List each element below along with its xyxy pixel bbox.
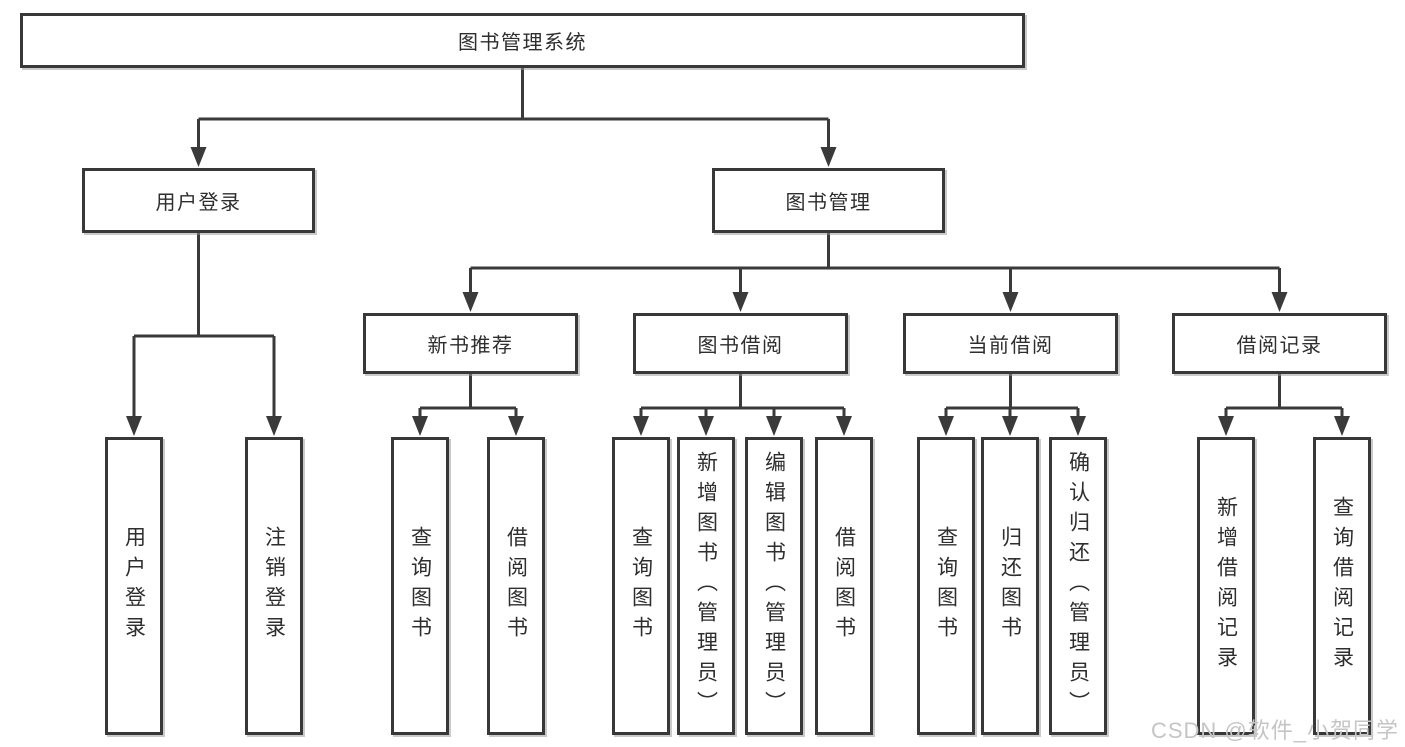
node-label-bb-borrow-book: 借阅图书 bbox=[832, 526, 856, 646]
node-label-system: 图书管理系统 bbox=[458, 32, 587, 54]
node-cb-return-book: 归还图书 bbox=[981, 437, 1039, 735]
node-label-new-book-recommend: 新书推荐 bbox=[427, 335, 514, 357]
node-bb-query-book: 查询图书 bbox=[612, 437, 670, 735]
node-borrow-records: 借阅记录 bbox=[1172, 313, 1387, 374]
node-leaf-user-login: 用户登录 bbox=[105, 437, 163, 735]
node-rec-add-borrow-record: 新增借阅记录 bbox=[1197, 437, 1255, 735]
node-bb-borrow-book: 借阅图书 bbox=[815, 437, 873, 735]
node-system: 图书管理系统 bbox=[20, 13, 1025, 68]
node-user-login: 用户登录 bbox=[82, 168, 315, 233]
node-label-book-management: 图书管理 bbox=[785, 192, 872, 214]
node-book-management: 图书管理 bbox=[712, 168, 945, 233]
node-new-book-recommend: 新书推荐 bbox=[363, 313, 578, 374]
node-label-cb-query-book: 查询图书 bbox=[934, 526, 958, 646]
node-cb-query-book: 查询图书 bbox=[917, 437, 975, 735]
node-label-user-login: 用户登录 bbox=[155, 192, 242, 214]
node-label-bb-query-book: 查询图书 bbox=[629, 526, 653, 646]
node-label-borrow-records: 借阅记录 bbox=[1236, 335, 1323, 357]
node-label-bb-add-book-admin: 新增图书（管理员） bbox=[694, 451, 718, 721]
node-label-nb-borrow-book: 借阅图书 bbox=[504, 526, 528, 646]
node-nb-borrow-book: 借阅图书 bbox=[487, 437, 545, 735]
node-label-rec-add-borrow-record: 新增借阅记录 bbox=[1214, 496, 1238, 676]
node-label-rec-query-borrow-record: 查询借阅记录 bbox=[1330, 496, 1354, 676]
node-leaf-logout: 注销登录 bbox=[245, 437, 303, 735]
node-label-bb-edit-book-admin: 编辑图书（管理员） bbox=[762, 451, 786, 721]
node-bb-edit-book-admin: 编辑图书（管理员） bbox=[745, 437, 803, 735]
node-label-nb-query-book: 查询图书 bbox=[408, 526, 432, 646]
node-label-leaf-logout: 注销登录 bbox=[262, 526, 286, 646]
node-bb-add-book-admin: 新增图书（管理员） bbox=[677, 437, 735, 735]
node-label-cb-confirm-return-admin: 确认归还（管理员） bbox=[1066, 451, 1090, 721]
node-rec-query-borrow-record: 查询借阅记录 bbox=[1313, 437, 1371, 735]
node-nb-query-book: 查询图书 bbox=[391, 437, 449, 735]
watermark: CSDN @软件_小贺同学 bbox=[1150, 718, 1399, 743]
node-book-borrow: 图书借阅 bbox=[633, 313, 848, 374]
node-label-current-borrow: 当前借阅 bbox=[967, 335, 1054, 357]
node-label-leaf-user-login: 用户登录 bbox=[122, 526, 146, 646]
node-label-cb-return-book: 归还图书 bbox=[998, 526, 1022, 646]
node-label-book-borrow: 图书借阅 bbox=[697, 335, 784, 357]
node-current-borrow: 当前借阅 bbox=[903, 313, 1118, 374]
node-cb-confirm-return-admin: 确认归还（管理员） bbox=[1049, 437, 1107, 735]
